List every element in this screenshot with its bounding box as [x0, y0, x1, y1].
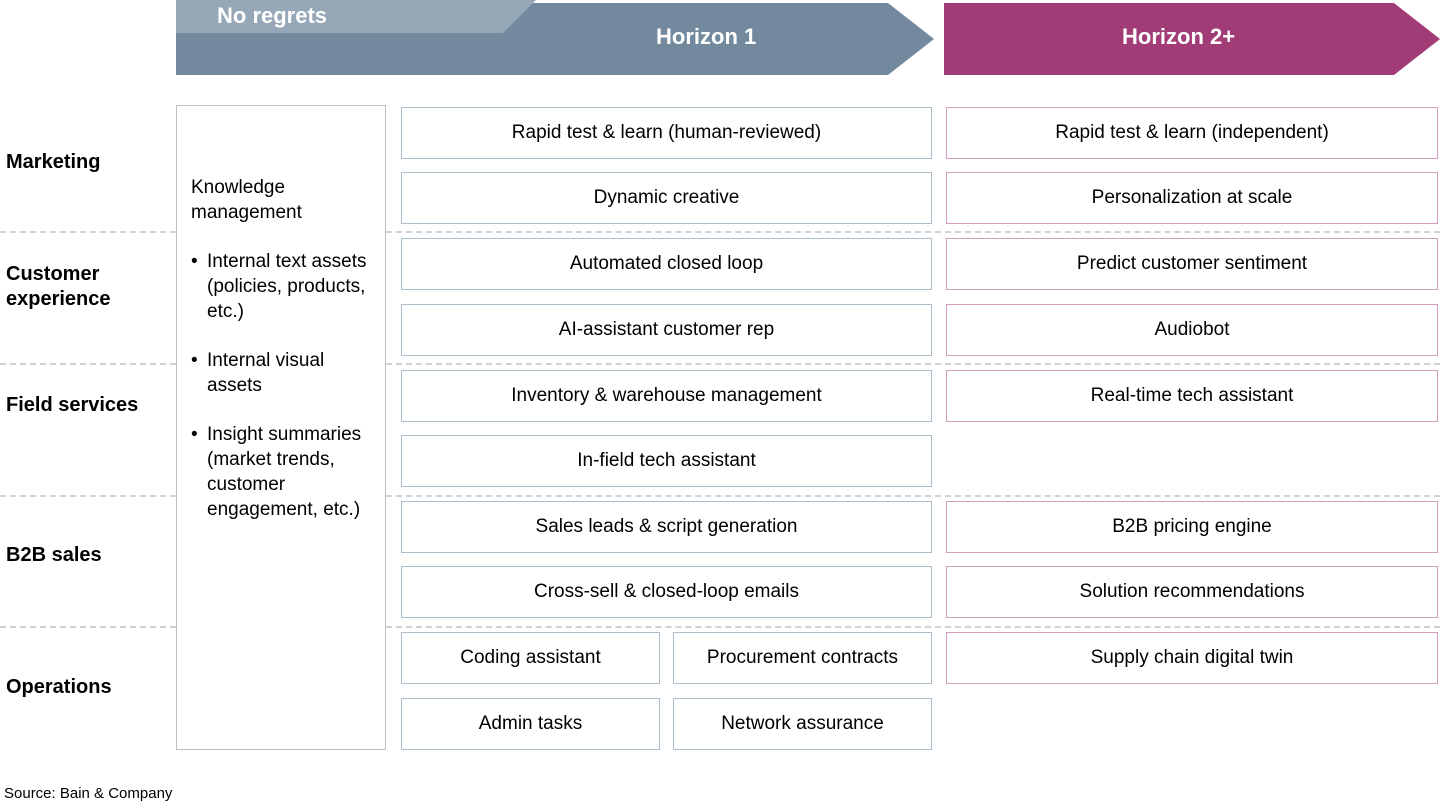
row-label-field-services: Field services	[6, 394, 139, 416]
capability-box[interactable]: Predict customer sentiment	[946, 238, 1438, 290]
horizon-header-banner: No regrets Horizon 1 Horizon 2+	[0, 0, 1440, 75]
row-divider	[0, 231, 176, 233]
capability-box[interactable]: Real-time tech assistant	[946, 370, 1438, 422]
row-divider	[386, 495, 1440, 497]
row-divider	[0, 626, 176, 628]
capability-box[interactable]: Rapid test & learn (independent)	[946, 107, 1438, 159]
capability-box[interactable]: Cross-sell & closed-loop emails	[401, 566, 932, 618]
row-label-marketing: Marketing	[6, 151, 101, 173]
list-item: Internal text assets (policies, products…	[191, 249, 377, 324]
row-label-operations: Operations	[6, 676, 112, 698]
capability-box[interactable]: Dynamic creative	[401, 172, 932, 224]
capability-matrix: Knowledge management Internal text asset…	[0, 105, 1440, 750]
no-regrets-banner-shape	[176, 0, 536, 33]
row-divider	[0, 495, 176, 497]
row-label-b2b-sales: B2B sales	[6, 544, 102, 566]
capability-box[interactable]: Rapid test & learn (human-reviewed)	[401, 107, 932, 159]
row-divider	[386, 231, 1440, 233]
capability-box[interactable]: Automated closed loop	[401, 238, 932, 290]
horizon1-header-label: Horizon 1	[656, 24, 757, 49]
capability-box[interactable]: Sales leads & script generation	[401, 501, 932, 553]
capability-box[interactable]: Procurement contracts	[673, 632, 932, 684]
row-divider	[0, 363, 176, 365]
capability-box[interactable]: Admin tasks	[401, 698, 660, 750]
capability-box[interactable]: Personalization at scale	[946, 172, 1438, 224]
no-regrets-header-label: No regrets	[217, 3, 328, 28]
capability-box[interactable]: Solution recommendations	[946, 566, 1438, 618]
knowledge-management-bullets: Internal text assets (policies, products…	[191, 249, 377, 522]
capability-box[interactable]: In-field tech assistant	[401, 435, 932, 487]
capability-box[interactable]: Inventory & warehouse management	[401, 370, 932, 422]
knowledge-management-title: Knowledge management	[191, 177, 302, 223]
horizon2-arrow-shape	[944, 3, 1440, 75]
capability-box[interactable]: Supply chain digital twin	[946, 632, 1438, 684]
list-item: Insight summaries (market trends, custom…	[191, 422, 377, 522]
source-note: Source: Bain & Company	[4, 785, 173, 802]
capability-box[interactable]: Coding assistant	[401, 632, 660, 684]
horizon2-header-label: Horizon 2+	[1122, 24, 1236, 49]
row-divider	[386, 626, 1440, 628]
row-divider	[386, 363, 1440, 365]
capability-box[interactable]: AI-assistant customer rep	[401, 304, 932, 356]
knowledge-management-content: Knowledge management Internal text asset…	[191, 175, 377, 522]
row-label-customer-experience: Customer experience	[6, 263, 111, 310]
capability-box[interactable]: Audiobot	[946, 304, 1438, 356]
list-item: Internal visual assets	[191, 348, 377, 398]
no-regrets-column: Knowledge management Internal text asset…	[176, 105, 386, 750]
capability-box[interactable]: B2B pricing engine	[946, 501, 1438, 553]
capability-box[interactable]: Network assurance	[673, 698, 932, 750]
